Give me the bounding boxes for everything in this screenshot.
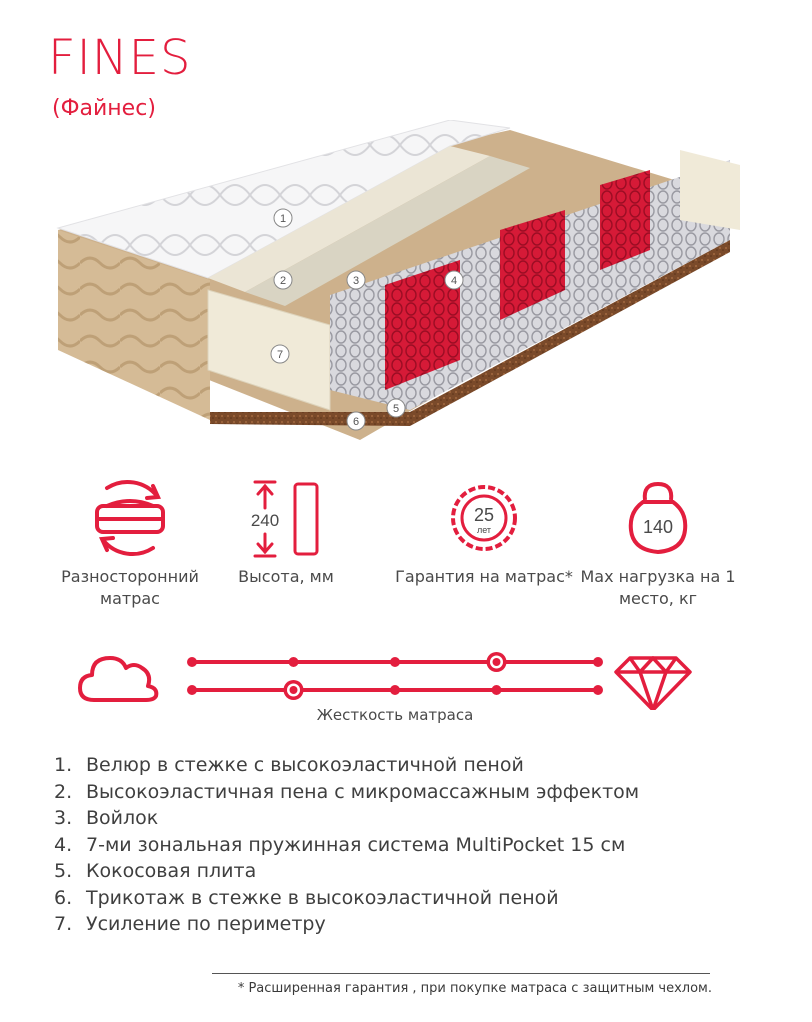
diamond-icon <box>614 656 692 710</box>
firmness-title: Жесткость матраса <box>316 706 474 724</box>
product-title: FINES <box>48 30 192 86</box>
height-value: 240 <box>251 511 279 530</box>
marker-7: 7 <box>277 349 283 361</box>
warranty-unit: лет <box>477 525 491 535</box>
marker-5: 5 <box>393 403 399 415</box>
feature-height: 240 Высота, мм <box>196 478 376 588</box>
warranty-seal-icon: 25 лет <box>451 485 517 551</box>
firmness-track-side-a <box>187 652 603 672</box>
layer-number: 7. <box>54 913 73 935</box>
marker-6: 6 <box>353 416 359 428</box>
firmness-point <box>390 685 400 695</box>
layer-text: Усиление по периметру <box>86 913 326 935</box>
marker-2: 2 <box>280 275 286 287</box>
height-ruler-icon: 240 <box>251 480 319 558</box>
feature-two-sided-label: Разносторонний матрас <box>61 567 199 608</box>
two-sided-mattress-icon <box>95 480 165 556</box>
layers-list: 1. Велюр в стежке с высокоэластичной пено… <box>54 752 639 938</box>
layer-item: 7. Усиление по периметру <box>54 911 639 938</box>
layer-text: Кокосовая плита <box>86 860 257 882</box>
footnote-divider <box>212 973 710 974</box>
feature-max-load: 140 Max нагрузка на 1 место, кг <box>568 478 748 610</box>
layer-item: 2. Высокоэластичная пена с микромассажным… <box>54 779 639 806</box>
firmness-point <box>187 657 197 667</box>
layer-item: 3. Войлок <box>54 805 639 832</box>
layer-text: Войлок <box>86 807 159 829</box>
layer-item: 4. 7-ми зональная пружинная система Multi… <box>54 832 639 859</box>
marker-3: 3 <box>353 275 359 287</box>
feature-height-label: Высота, мм <box>238 567 334 586</box>
firmness-point <box>187 685 197 695</box>
cloud-icon <box>78 656 159 702</box>
layer-number: 2. <box>54 780 73 803</box>
firmness-point <box>593 657 603 667</box>
layer-number: 3. <box>54 807 73 829</box>
feature-two-sided: Разносторонний матрас <box>40 478 220 610</box>
firmness-point <box>593 685 603 695</box>
firmness-track-side-b <box>187 680 603 700</box>
firmness-point <box>491 685 502 695</box>
footnote: * Расширенная гарантия , при покупке мат… <box>237 981 712 996</box>
mattress-illustration: 1 2 3 4 5 6 7 <box>56 120 740 440</box>
layer-item: 1. Велюр в стежке с высокоэластичной пено… <box>54 752 639 779</box>
layer-text: 7-ми зональная пружинная система MultiPo… <box>86 833 626 856</box>
firmness-marker-dot <box>289 686 298 694</box>
layer-item: 5. Кокосовая плита <box>54 858 639 885</box>
firmness-marker-dot <box>492 658 501 666</box>
max-load-value: 140 <box>643 517 673 537</box>
layer-text: Трикотаж в стежке в высокоэластичной пен… <box>86 886 559 909</box>
firmness-point <box>288 657 299 667</box>
layer-number: 6. <box>54 886 73 909</box>
feature-warranty: 25 лет Гарантия на матрас* <box>394 478 574 588</box>
firmness-scale <box>78 652 692 710</box>
layer-number: 1. <box>54 754 73 776</box>
warranty-value: 25 <box>474 505 494 525</box>
feature-max-load-label: Max нагрузка на 1 место, кг <box>580 567 736 608</box>
kettlebell-icon: 140 <box>628 481 688 555</box>
layer-number: 5. <box>54 860 73 882</box>
layer-text: Высокоэластичная пена с микромассажным э… <box>86 780 640 803</box>
firmness-point <box>390 657 400 667</box>
layer-markers: 1 2 3 4 5 6 7 <box>270 208 464 431</box>
layer-text: Велюр в стежке с высокоэластичной пеной <box>86 754 524 776</box>
layer-item: 6. Трикотаж в стежке в высокоэластичной п… <box>54 885 639 912</box>
marker-4: 4 <box>451 275 457 287</box>
marker-1: 1 <box>280 213 286 225</box>
layer-number: 4. <box>54 833 73 856</box>
product-subtitle: (Файнес) <box>52 96 156 121</box>
feature-warranty-label: Гарантия на матрас* <box>395 567 573 586</box>
